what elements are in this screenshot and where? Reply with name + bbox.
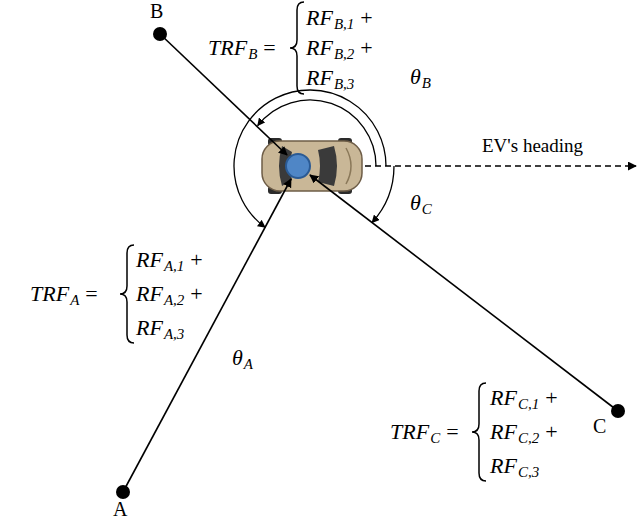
formula-term: RF [490, 387, 517, 409]
point-marker: A [116, 485, 130, 499]
operator: + [545, 421, 557, 443]
angle-arc [234, 90, 386, 227]
operator: + [360, 7, 372, 29]
formula-term: RF [136, 317, 163, 339]
formula-term: θ [232, 347, 243, 369]
formula-term: RF [306, 37, 333, 59]
formula-term: TRF [390, 421, 429, 443]
heading-line [365, 165, 636, 166]
subscript: A [70, 293, 79, 308]
formula-term: θ [410, 66, 421, 88]
curly-brace [120, 245, 134, 343]
subscript: C,2 [518, 431, 539, 446]
subscript: B [422, 76, 431, 91]
subscript: A,1 [164, 259, 184, 274]
formula-term: RF [306, 67, 333, 89]
point-label: A [113, 499, 127, 519]
subscript: C [422, 202, 432, 217]
formula-term: θ [410, 192, 421, 214]
ray-line [123, 179, 291, 492]
subscript: C,1 [518, 397, 539, 412]
point-marker: C [611, 404, 625, 418]
formula-term: RF [136, 283, 163, 305]
formula-term: RF [490, 421, 517, 443]
curly-brace [472, 383, 486, 481]
operator: = [263, 37, 275, 59]
subscript: A,2 [164, 293, 184, 308]
ray-line [160, 34, 287, 155]
operator: = [446, 421, 458, 443]
subscript: A [244, 357, 253, 372]
operator: + [190, 283, 202, 305]
operator: = [85, 283, 97, 305]
point-marker: B [153, 27, 167, 41]
angle-arc [258, 100, 376, 166]
operator: + [190, 249, 202, 271]
subscript: B,3 [334, 77, 354, 92]
formula-term: RF [136, 249, 163, 271]
subscript: B [248, 47, 257, 62]
subscript: C,3 [518, 465, 539, 480]
formula-term: TRF [30, 283, 69, 305]
formula-term: TRF [208, 37, 247, 59]
point-label: C [593, 416, 606, 436]
operator: + [545, 387, 557, 409]
operator: + [360, 37, 372, 59]
formula-term: RF [490, 455, 517, 477]
subscript: B,1 [334, 17, 354, 32]
curly-brace [290, 2, 304, 94]
point-label: B [150, 1, 163, 21]
ray-line [310, 175, 618, 411]
subscript: B,2 [334, 47, 354, 62]
angle-arc [372, 166, 394, 223]
subscript: C [430, 431, 440, 446]
subscript: A,3 [164, 327, 184, 342]
formula-term: RF [306, 7, 333, 29]
heading-label: EV's heading [482, 136, 583, 155]
